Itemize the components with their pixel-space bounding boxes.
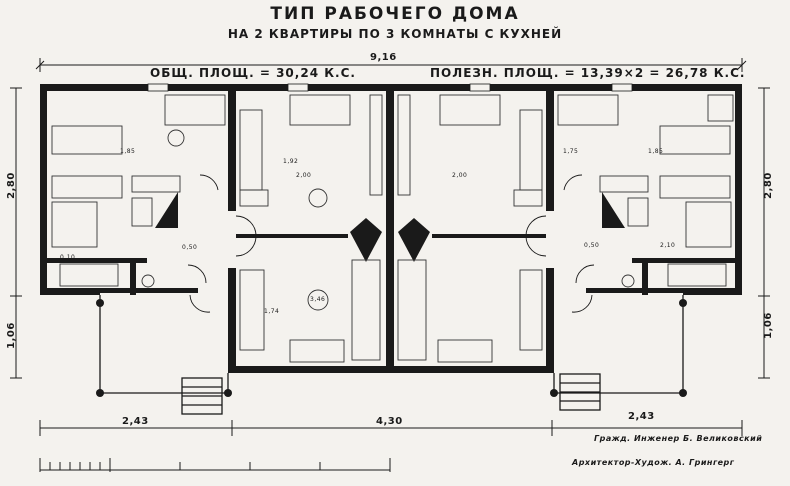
left-side-a-label: 1,85 — [120, 148, 136, 155]
right-porch-dim: 1,06 — [762, 312, 774, 339]
left-kitchen-b-label: 0,10 — [60, 254, 76, 261]
center-area-label: 3,46 — [310, 296, 326, 303]
right-kitchen-a-label: 0,50 — [584, 242, 600, 249]
useful-area-label: ПОЛЕЗН. ПЛОЩ. = 13,39×2 = 26,78 К.С. — [430, 66, 746, 80]
architect-credit: Архитектор-Худож. А. Грингерг — [572, 458, 735, 467]
right-kitchen-b-label: 2,10 — [660, 242, 676, 249]
right-height-dim: 2,80 — [762, 172, 774, 199]
right-wall-a-label: 1,75 — [563, 148, 579, 155]
plan-title: ТИП РАБОЧЕГО ДОМА — [270, 4, 520, 24]
porch-posts — [96, 299, 687, 397]
scale-bar — [39, 458, 391, 472]
bottom-left-dim: 2,43 — [122, 416, 149, 427]
left-height-dim: 2,80 — [5, 172, 17, 199]
total-area-label: ОБЩ. ПЛОЩ. = 30,24 К.С. — [150, 66, 356, 80]
right-side-a-label: 1,85 — [648, 148, 664, 155]
left-room-width: 2,00 — [296, 172, 312, 179]
door-swings — [187, 174, 595, 313]
left-wall-b-label: 1,74 — [264, 308, 280, 315]
engineer-credit: Гражд. Инженер Б. Великовский — [594, 434, 763, 443]
porches — [99, 295, 684, 415]
overall-width-dim: 9,16 — [370, 52, 397, 63]
left-porch-dim: 1,06 — [5, 322, 17, 349]
left-wall-a-label: 1,92 — [283, 158, 299, 165]
windows-top — [147, 83, 633, 92]
plan-subtitle: НА 2 КВАРТИРЫ ПО 3 КОМНАТЫ С КУХНЕЙ — [227, 27, 563, 41]
bottom-center-dim: 4,30 — [376, 416, 403, 427]
left-kitchen-a-label: 0,50 — [182, 244, 198, 251]
furniture — [51, 94, 734, 363]
exterior-walls — [40, 84, 742, 373]
chimney-blocks — [155, 192, 625, 262]
bottom-right-dim: 2,43 — [628, 411, 655, 422]
right-room-width: 2,00 — [452, 172, 468, 179]
